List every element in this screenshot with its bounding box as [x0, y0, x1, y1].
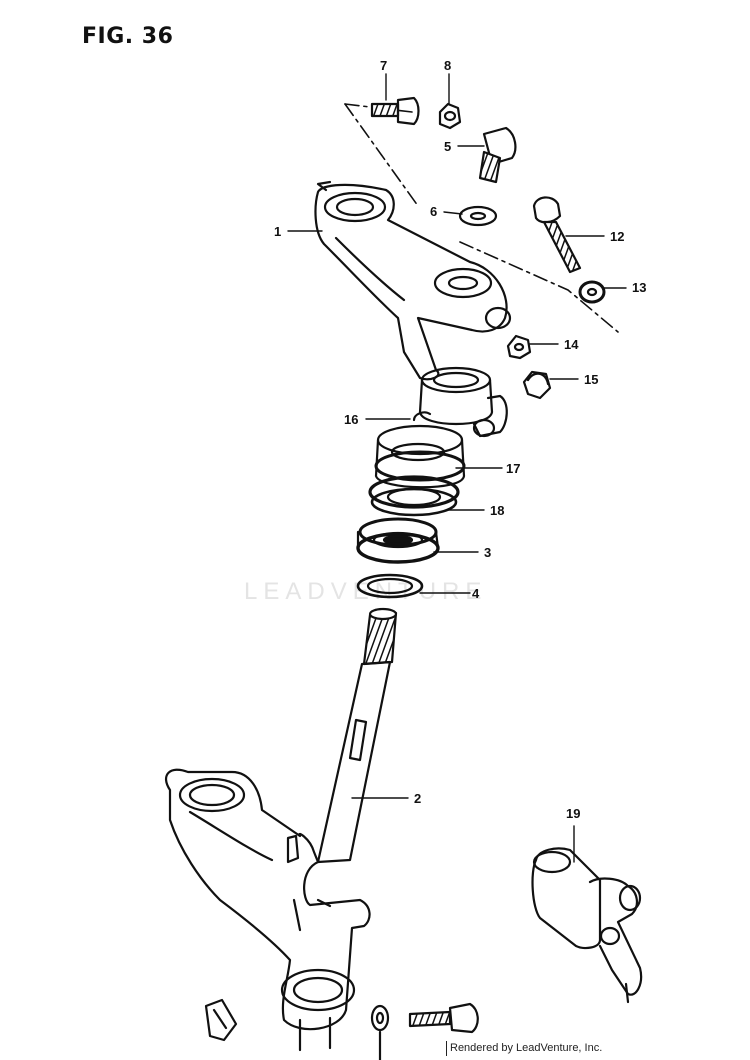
callout-17: 17 — [506, 461, 520, 476]
lock-washer — [368, 475, 460, 517]
clip-part — [204, 998, 238, 1042]
washer-bottom — [370, 1004, 390, 1032]
bolt-7 — [370, 96, 420, 126]
bolt-bottom — [378, 1002, 479, 1060]
steering-stem-lower-bracket — [164, 607, 398, 1052]
callout-2: 2 — [414, 791, 421, 806]
footer-credit: Rendered by LeadVenture, Inc. — [446, 1041, 602, 1056]
bolt-12 — [532, 196, 582, 274]
nut-8 — [438, 102, 462, 130]
callout-3: 3 — [484, 545, 491, 560]
washer-13 — [578, 280, 606, 304]
callout-16: 16 — [344, 412, 358, 427]
washer-6 — [458, 205, 498, 227]
cap-nut-15 — [522, 370, 552, 400]
bolt-5 — [478, 126, 517, 184]
adjusting-nut — [374, 424, 466, 489]
callout-12: 12 — [610, 229, 624, 244]
callout-15: 15 — [584, 372, 598, 387]
callout-18: 18 — [490, 503, 504, 518]
upper-steering-bracket — [314, 180, 512, 381]
figure-title: FIG. 36 — [82, 24, 174, 49]
callout-1: 1 — [274, 224, 281, 239]
callout-8: 8 — [444, 58, 451, 73]
callout-7: 7 — [380, 58, 387, 73]
steering-damper — [531, 847, 643, 1004]
callout-6: 6 — [430, 204, 437, 219]
nut-14 — [506, 334, 532, 360]
callout-13: 13 — [632, 280, 646, 295]
dust-seal — [356, 573, 424, 599]
callout-5: 5 — [444, 139, 451, 154]
callout-4: 4 — [472, 586, 480, 601]
callout-labels: 7 8 5 6 1 12 13 14 15 16 17 18 3 4 2 19 — [274, 58, 646, 821]
callout-19: 19 — [566, 806, 580, 821]
callout-14: 14 — [564, 337, 579, 352]
leader-lines — [287, 73, 627, 863]
steering-bearing — [356, 517, 440, 564]
steering-stem-clamp — [412, 366, 508, 438]
